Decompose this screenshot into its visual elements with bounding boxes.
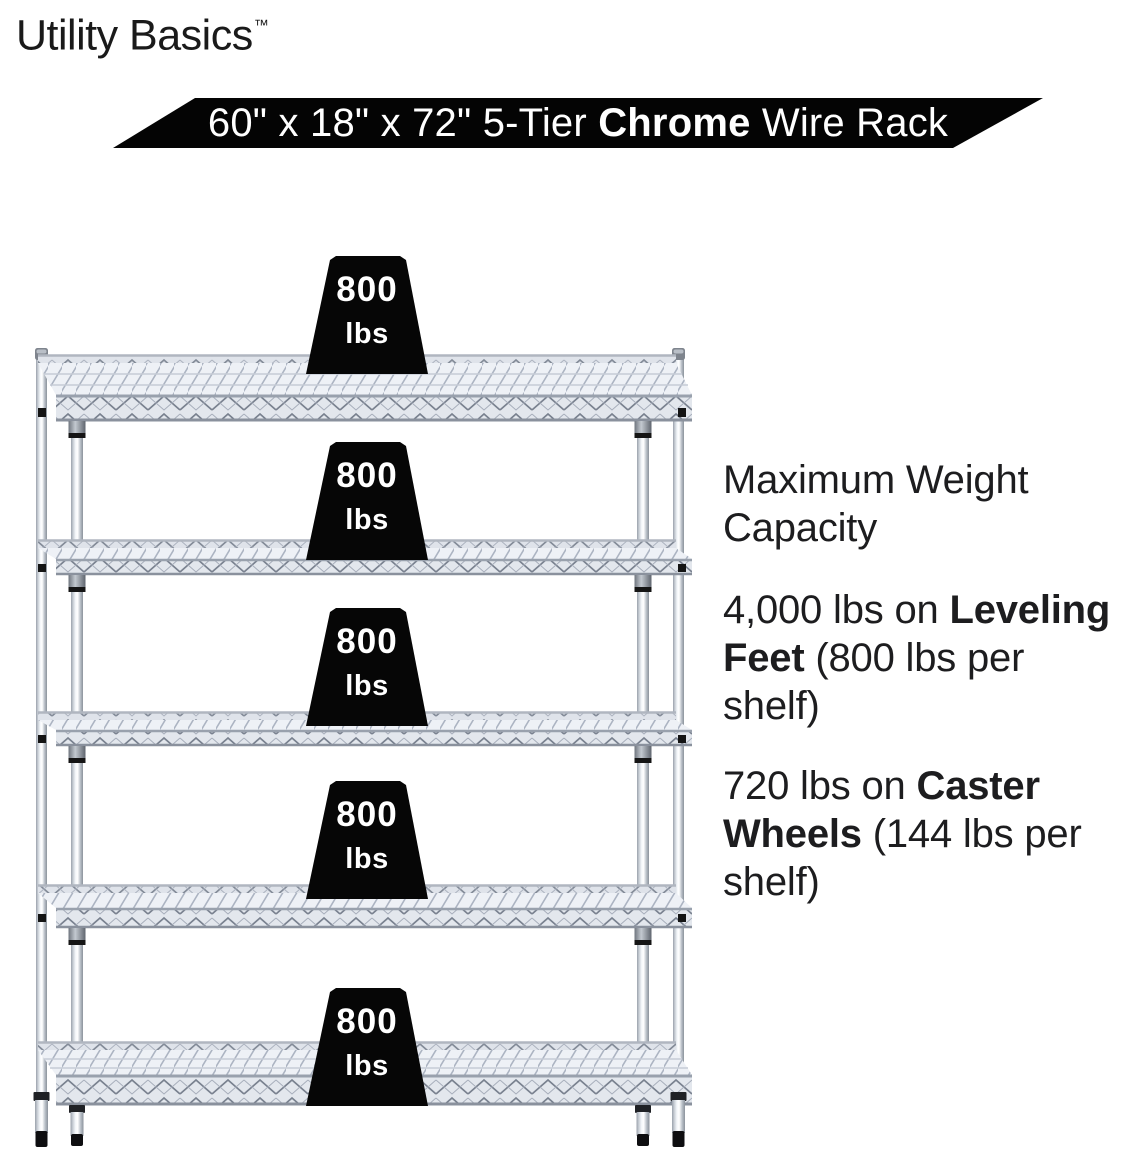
info-item-prefix: 720 lbs on	[723, 764, 917, 808]
weight-value: 800	[336, 622, 398, 661]
weight-value: 800	[336, 270, 398, 309]
info-item-prefix: 4,000 lbs on	[723, 588, 950, 632]
weight-capacity-info: Maximum Weight Capacity 4,000 lbs on Lev…	[723, 456, 1123, 906]
info-item-suffix: (800 lbs per shelf)	[723, 636, 1025, 728]
info-item-bold: Leveling Feet	[723, 588, 1111, 680]
banner-text-suffix: Wire Rack	[750, 101, 949, 145]
weight-value: 800	[336, 456, 398, 495]
info-item-suffix: (144 lbs per shelf)	[723, 812, 1082, 904]
title-banner: 60" x 18" x 72" 5-Tier Chrome Wire Rack	[113, 98, 1043, 148]
banner-text-bold: Chrome	[598, 101, 751, 145]
weight-unit: lbs	[345, 670, 389, 702]
weight-value: 800	[336, 1002, 398, 1041]
leveling-foot-outer-right	[670, 1092, 687, 1147]
brand-logo-text: Utility Basics	[16, 11, 253, 60]
weight-badge-1: 800 lbs	[306, 256, 428, 374]
weight-unit: lbs	[345, 504, 389, 536]
leveling-foot-inner-right	[635, 1105, 651, 1146]
weight-value: 800	[336, 795, 398, 834]
info-heading: Maximum Weight Capacity	[723, 458, 1029, 550]
title-banner-text: 60" x 18" x 72" 5-Tier Chrome Wire Rack	[208, 98, 948, 148]
leveling-foot-inner-left	[69, 1105, 85, 1146]
info-item-caster-wheels: 720 lbs on Caster Wheels (144 lbs per sh…	[723, 762, 1123, 906]
trademark-symbol: ™	[253, 17, 269, 34]
rack-post-sleeves	[68, 421, 652, 945]
info-item-bold: Caster Wheels	[723, 764, 1040, 856]
banner-text-prefix: 60" x 18" x 72" 5-Tier	[207, 101, 599, 145]
leveling-feet	[33, 1092, 687, 1147]
brand-logo: Utility Basics™	[16, 2, 269, 63]
weight-unit: lbs	[345, 318, 389, 350]
weight-unit: lbs	[345, 843, 389, 875]
rack-shelf-4	[38, 884, 692, 929]
info-item-leveling-feet: 4,000 lbs on Leveling Feet (800 lbs per …	[723, 586, 1123, 730]
leveling-foot-outer-left	[33, 1092, 50, 1147]
weight-unit: lbs	[345, 1050, 389, 1082]
